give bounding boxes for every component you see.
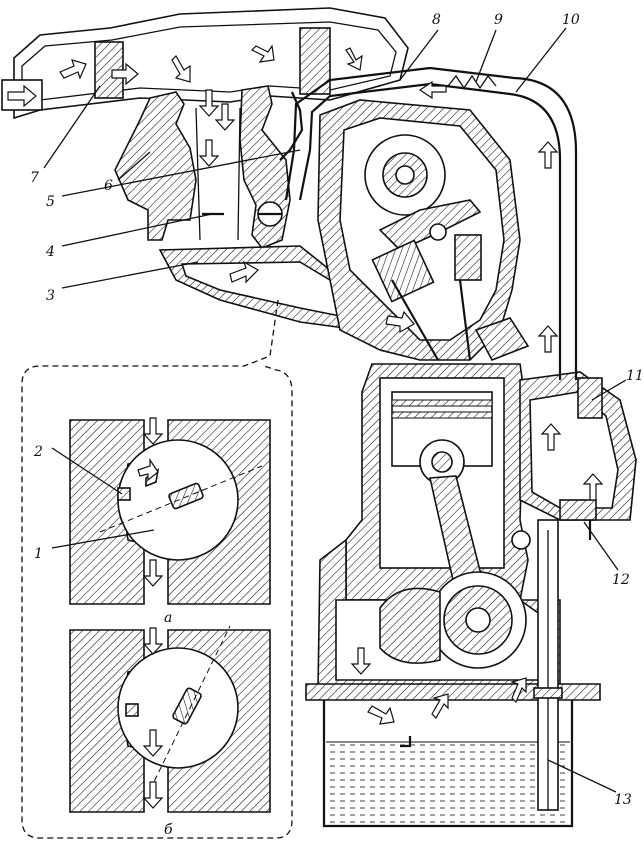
callout-1: 1	[34, 546, 43, 562]
breather-valve	[577, 377, 603, 419]
inset-label-b: б	[164, 822, 173, 838]
callout-11: 11	[626, 368, 644, 384]
callout-8: 8	[432, 12, 441, 28]
inset-a	[69, 417, 271, 605]
inset-b	[69, 625, 271, 813]
callout-6: 6	[104, 178, 113, 194]
callout-12: 12	[612, 572, 630, 588]
dipstick-and-breather	[519, 371, 637, 811]
valve-spring	[371, 239, 435, 303]
oil-pan	[322, 700, 574, 828]
spark-plug	[474, 317, 530, 362]
callout-7: 7	[30, 170, 39, 186]
callout-9: 9	[494, 12, 503, 28]
flow-arrows	[7, 44, 604, 725]
callout-5: 5	[46, 194, 55, 210]
callout-labels: 1 2 3 4 5 6 7 8 9 10 11 12 13 а б	[30, 12, 644, 838]
callout-4: 4	[45, 244, 55, 260]
air-cleaner	[1, 7, 409, 120]
flame-arrester	[447, 74, 497, 90]
callout-13: 13	[614, 792, 632, 808]
crankcase	[305, 538, 601, 701]
detail-outline	[21, 299, 293, 839]
callout-2: 2	[33, 444, 43, 460]
oil-level	[326, 742, 570, 824]
air-filter-element-right	[299, 27, 331, 95]
callout-10: 10	[562, 12, 580, 28]
callout-3: 3	[46, 288, 55, 304]
ventilation-hose	[284, 66, 578, 380]
cylinder-head	[317, 99, 530, 362]
leader-lines	[43, 27, 627, 793]
inset-label-a: а	[164, 610, 172, 626]
